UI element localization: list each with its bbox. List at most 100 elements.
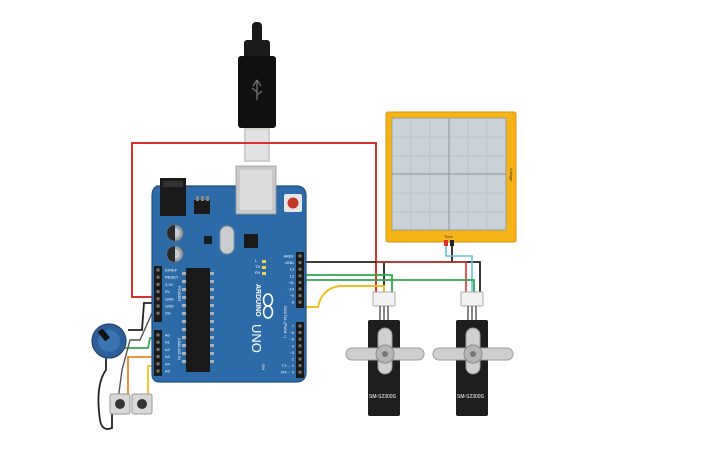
l-led-label: L (255, 258, 258, 263)
oscilloscope-voltage-label: Voltage (509, 168, 514, 182)
header-pin[interactable] (298, 337, 302, 341)
usb-cable[interactable] (238, 22, 276, 162)
wire-pot-black-loop[interactable] (97, 352, 113, 430)
header-pin[interactable] (298, 274, 302, 278)
pin-label: 5V (165, 289, 170, 294)
header-pin[interactable] (156, 297, 160, 301)
pin-label: 3.3V (165, 282, 174, 287)
pin-label: 7 (292, 324, 295, 329)
header-pin[interactable] (156, 275, 160, 279)
servo-motor-2[interactable]: SM-S2309S (432, 291, 514, 416)
pin-label: GND (165, 296, 174, 301)
oscilloscope[interactable]: Time Voltage (385, 111, 517, 246)
wire-servo2-power-red[interactable] (376, 261, 467, 298)
servo-connector (460, 291, 484, 307)
header-pin[interactable] (298, 350, 302, 354)
pin-label: TX→ 1 (282, 363, 295, 368)
header-pin[interactable] (298, 294, 302, 298)
wire-5v-red[interactable] (131, 142, 377, 298)
pin-label: ~9 (289, 293, 294, 298)
header-pin[interactable] (156, 311, 160, 315)
servo-horn[interactable] (345, 327, 425, 375)
reset-button[interactable] (287, 197, 299, 209)
pin-label: ~6 (289, 330, 294, 335)
chip-pins (182, 272, 214, 363)
power-header (154, 266, 162, 322)
usb-chip (244, 234, 258, 248)
header-pin[interactable] (298, 324, 302, 328)
header-pin[interactable] (156, 347, 160, 351)
potentiometer[interactable] (91, 323, 127, 359)
header-pin[interactable] (156, 333, 160, 337)
servo-horn[interactable] (432, 327, 514, 375)
header-pin[interactable] (156, 290, 160, 294)
servo-model-label: SM-S2309S (457, 394, 485, 400)
digital-label: DIGITAL (PWM ~) (283, 306, 288, 339)
digital-header-top (296, 252, 304, 308)
arduino-model: UNO (249, 324, 264, 353)
header-pin[interactable] (298, 364, 302, 368)
servo-motor-1[interactable]: SM-S2309S (345, 291, 425, 416)
capacitor-icon (166, 224, 184, 242)
header-pin[interactable] (156, 304, 160, 308)
pin-label: AREF (283, 254, 294, 259)
pin-label: RX← 0 (281, 370, 295, 375)
header-pin[interactable] (298, 287, 302, 291)
arduino-board[interactable]: L TX RX ARDUINO UNO DIGITAL (PWM ~) ON P… (151, 165, 307, 383)
wire-a4-orange[interactable] (127, 356, 158, 400)
pin-label: A3 (165, 354, 171, 359)
wire-pin12-green[interactable] (302, 274, 393, 298)
power-label: POWER (177, 286, 182, 301)
header-pin[interactable] (298, 280, 302, 284)
wire-pin9-yellow[interactable] (302, 285, 385, 308)
voltage-regulator (194, 200, 210, 214)
pin-label: ~11 (288, 280, 295, 285)
header-pin[interactable] (156, 340, 160, 344)
crystal-oscillator (219, 225, 235, 255)
pin-label: GND (285, 260, 294, 265)
header-pin[interactable] (298, 357, 302, 361)
header-pin[interactable] (298, 344, 302, 348)
push-button-2[interactable] (131, 393, 153, 415)
header-pin[interactable] (156, 282, 160, 286)
pin-label: Vin (165, 311, 171, 316)
servo-connector (372, 291, 396, 307)
push-button-1[interactable] (109, 393, 131, 415)
arduino-brand: ARDUINO (254, 284, 261, 317)
header-pin[interactable] (156, 268, 160, 272)
oscilloscope-time-label: Time (444, 234, 454, 239)
header-pin[interactable] (298, 267, 302, 271)
microcontroller-chip (186, 268, 210, 372)
header-pin[interactable] (298, 254, 302, 258)
header-pin[interactable] (156, 355, 160, 359)
usb-icon (251, 79, 263, 100)
servo-model-label: SM-S2309S (369, 394, 397, 400)
pin-label: 4 (292, 343, 295, 348)
pin-label: 8 (292, 300, 295, 305)
header-pin[interactable] (156, 369, 160, 373)
capacitor-icon (166, 245, 184, 263)
header-pin[interactable] (298, 370, 302, 374)
tx-led-label: TX (255, 264, 260, 269)
pin-label: ~10 (287, 287, 295, 292)
scope-ground-terminal[interactable] (450, 240, 454, 246)
pin-label: 13 (290, 267, 295, 272)
arduino-logo-icon (262, 293, 274, 319)
header-pin[interactable] (298, 261, 302, 265)
pin-label: A5 (165, 369, 171, 374)
scope-probe-terminal[interactable] (444, 240, 448, 246)
pin-label: GND (165, 304, 174, 309)
pin-label: 12 (290, 273, 295, 278)
pin-label: A1 (165, 340, 171, 345)
header-pin[interactable] (156, 362, 160, 366)
on-label: ON (261, 364, 266, 370)
pin-label: A2 (165, 347, 171, 352)
wire-gnd-pot[interactable] (128, 302, 158, 331)
pin-label: ~3 (289, 350, 294, 355)
header-pin[interactable] (298, 300, 302, 304)
header-pin[interactable] (298, 331, 302, 335)
wire-scope-probe[interactable] (445, 246, 473, 298)
